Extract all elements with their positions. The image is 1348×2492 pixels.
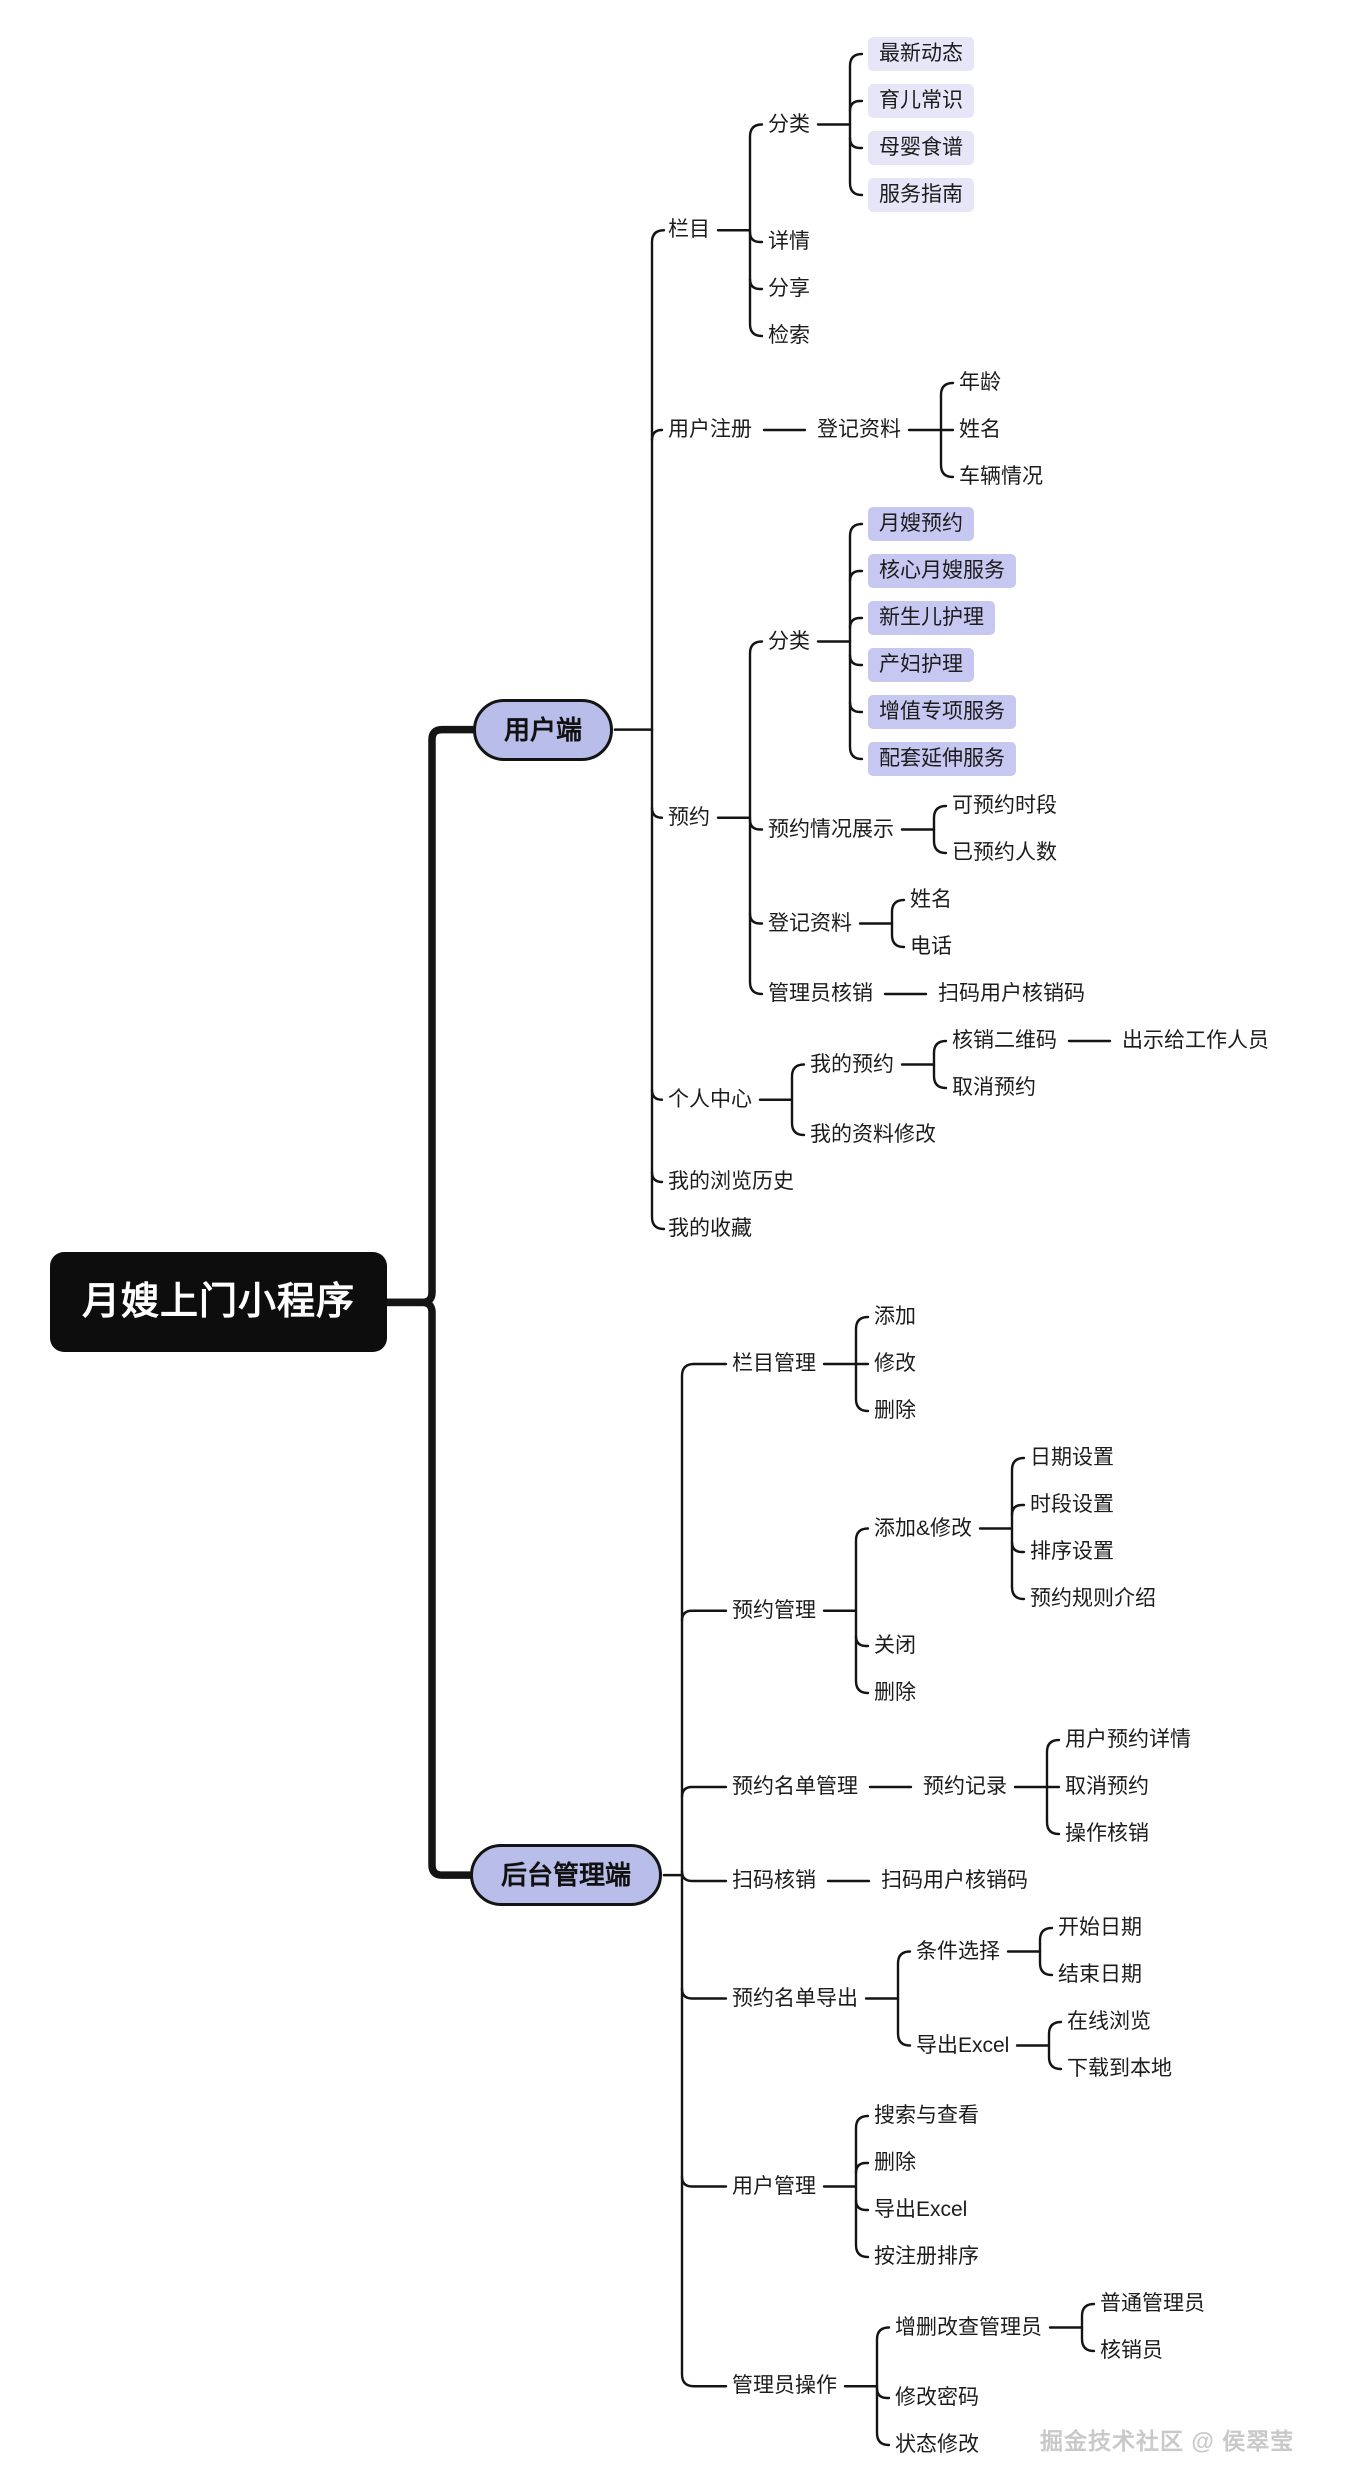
map-node[interactable]: 出示给工作人员 xyxy=(1122,1029,1269,1052)
map-node[interactable]: 姓名 xyxy=(910,888,952,911)
map-node[interactable]: 删除 xyxy=(874,1399,916,1422)
category-chip[interactable]: 新生儿护理 xyxy=(868,601,995,635)
map-node[interactable]: 删除 xyxy=(874,2151,916,2174)
map-node[interactable]: 按注册排序 xyxy=(874,2245,979,2268)
map-node[interactable]: 操作核销 xyxy=(1065,1822,1149,1845)
category-chip[interactable]: 配套延伸服务 xyxy=(868,742,1016,776)
map-node[interactable]: 预约名单导出 xyxy=(732,1986,858,2010)
watermark: 掘金技术社区 @ 侯翠莹 xyxy=(1040,2428,1295,2454)
map-node[interactable]: 个人中心 xyxy=(668,1087,752,1111)
map-node[interactable]: 车辆情况 xyxy=(959,465,1043,488)
map-node[interactable]: 导出Excel xyxy=(916,2033,1010,2057)
map-node[interactable]: 状态修改 xyxy=(895,2433,979,2456)
map-node[interactable]: 下载到本地 xyxy=(1067,2057,1172,2080)
map-node[interactable]: 用户注册 xyxy=(668,418,752,441)
map-node[interactable]: 核销员 xyxy=(1100,2339,1163,2362)
map-node[interactable]: 删除 xyxy=(874,1681,916,1704)
category-chip[interactable]: 产妇护理 xyxy=(868,648,974,682)
category-chip[interactable]: 育儿常识 xyxy=(868,84,974,118)
map-node[interactable]: 条件选择 xyxy=(916,1939,1000,1963)
map-node[interactable]: 普通管理员 xyxy=(1100,2292,1205,2315)
map-node[interactable]: 导出Excel xyxy=(874,2198,968,2221)
map-node[interactable]: 我的浏览历史 xyxy=(668,1170,794,1193)
map-node[interactable]: 预约 xyxy=(668,805,710,829)
map-node[interactable]: 我的资料修改 xyxy=(810,1123,936,1146)
category-chip[interactable]: 核心月嫂服务 xyxy=(868,554,1016,588)
map-node[interactable]: 用户管理 xyxy=(732,2174,816,2198)
map-node[interactable]: 可预约时段 xyxy=(952,794,1057,817)
category-chip[interactable]: 母婴食谱 xyxy=(868,131,974,165)
map-node[interactable]: 年龄 xyxy=(959,371,1001,394)
map-node[interactable]: 登记资料 xyxy=(768,911,852,935)
branch-pill[interactable]: 后台管理端 xyxy=(470,1844,663,1907)
map-node[interactable]: 栏目管理 xyxy=(732,1352,816,1375)
map-node[interactable]: 修改密码 xyxy=(895,2386,979,2409)
map-node[interactable]: 登记资料 xyxy=(817,418,901,441)
map-node[interactable]: 增删改查管理员 xyxy=(895,2315,1042,2339)
category-chip[interactable]: 服务指南 xyxy=(868,178,974,212)
map-node[interactable]: 取消预约 xyxy=(1065,1775,1149,1798)
map-node[interactable]: 预约管理 xyxy=(732,1598,816,1622)
map-node[interactable]: 姓名 xyxy=(959,418,1001,441)
map-node[interactable]: 预约名单管理 xyxy=(732,1775,858,1798)
map-node[interactable]: 排序设置 xyxy=(1030,1540,1114,1563)
map-node[interactable]: 管理员核销 xyxy=(768,982,873,1005)
map-node[interactable]: 我的预约 xyxy=(810,1052,894,1076)
map-node[interactable]: 扫码用户核销码 xyxy=(938,982,1085,1005)
map-node[interactable]: 我的收藏 xyxy=(668,1217,752,1240)
map-node[interactable]: 核销二维码 xyxy=(952,1029,1057,1052)
map-node[interactable]: 时段设置 xyxy=(1030,1493,1114,1516)
map-node[interactable]: 预约规则介绍 xyxy=(1030,1587,1156,1610)
map-node[interactable]: 已预约人数 xyxy=(952,841,1057,864)
branch-pill[interactable]: 用户端 xyxy=(473,698,614,761)
root-node[interactable]: 月嫂上门小程序 xyxy=(50,1252,388,1353)
category-chip[interactable]: 最新动态 xyxy=(868,37,974,71)
map-node[interactable]: 修改 xyxy=(874,1352,916,1375)
map-node[interactable]: 详情 xyxy=(768,230,810,253)
map-node[interactable]: 栏目 xyxy=(668,218,710,242)
map-node[interactable]: 开始日期 xyxy=(1058,1916,1142,1939)
map-node[interactable]: 检索 xyxy=(768,324,810,347)
map-node[interactable]: 扫码核销 xyxy=(732,1869,816,1892)
map-node[interactable]: 管理员操作 xyxy=(732,2374,837,2398)
map-node[interactable]: 分类 xyxy=(768,629,810,653)
map-node[interactable]: 日期设置 xyxy=(1030,1446,1114,1469)
map-node[interactable]: 预约记录 xyxy=(923,1775,1007,1798)
map-node[interactable]: 取消预约 xyxy=(952,1076,1036,1099)
map-node[interactable]: 分享 xyxy=(768,277,810,300)
map-node[interactable]: 添加 xyxy=(874,1305,916,1328)
map-node[interactable]: 预约情况展示 xyxy=(768,817,894,841)
map-node[interactable]: 结束日期 xyxy=(1058,1963,1142,1986)
map-node[interactable]: 电话 xyxy=(910,935,952,958)
map-node[interactable]: 添加&修改 xyxy=(874,1516,973,1540)
map-node[interactable]: 扫码用户核销码 xyxy=(881,1869,1028,1892)
category-chip[interactable]: 增值专项服务 xyxy=(868,695,1016,729)
map-node[interactable]: 用户预约详情 xyxy=(1065,1728,1191,1751)
map-node[interactable]: 在线浏览 xyxy=(1067,2010,1151,2033)
map-node[interactable]: 分类 xyxy=(768,112,810,136)
map-node[interactable]: 关闭 xyxy=(874,1634,916,1657)
map-node[interactable]: 搜索与查看 xyxy=(874,2104,979,2127)
category-chip[interactable]: 月嫂预约 xyxy=(868,507,974,541)
